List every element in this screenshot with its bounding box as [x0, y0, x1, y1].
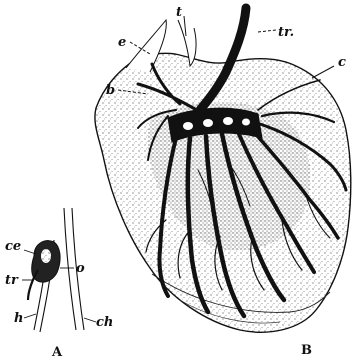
label-o: o — [76, 261, 85, 276]
label-t: t — [176, 5, 182, 20]
label-ch: ch — [96, 315, 113, 330]
figure-a-organ-highlight — [41, 249, 51, 263]
label-tr-a: tr — [5, 273, 19, 288]
figure-b: t tr. e b c B — [95, 5, 351, 358]
label-e: e — [118, 35, 126, 50]
panel-label-a: A — [51, 345, 63, 360]
label-b: b — [106, 83, 115, 98]
label-ce: ce — [5, 239, 21, 254]
label-h: h — [14, 311, 23, 326]
figure-a: ce o tr h ch A — [5, 208, 113, 360]
panel-label-b: B — [301, 343, 312, 358]
label-tr-b: tr. — [278, 25, 294, 40]
label-c: c — [338, 55, 346, 70]
